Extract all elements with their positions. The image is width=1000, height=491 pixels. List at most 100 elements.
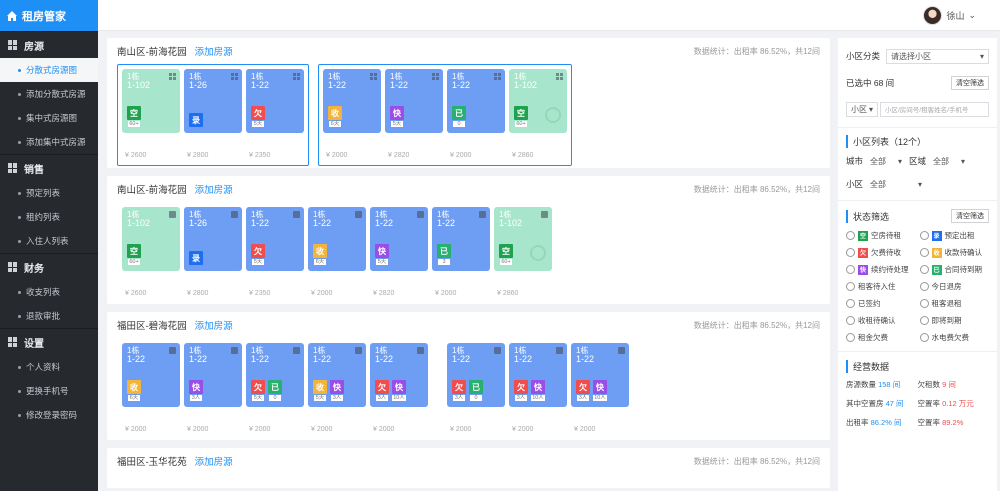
stat-item: 空置率 0.12 万元 [918,398,990,409]
room-building: 1栋 [452,72,465,81]
stat-label: 出租率 [846,418,869,427]
room-building: 1栋 [514,346,527,355]
nav-head-housing[interactable]: 房源 [0,32,98,58]
square-icon [417,211,424,218]
filter-option[interactable]: 快续约待处理 [846,264,916,275]
square-icon [169,347,176,354]
room-building: 1栋 [251,346,264,355]
sidebar-item-change-password[interactable]: 修改登录密码 [0,403,98,427]
room-number: 1-22 [514,354,533,364]
user-menu[interactable]: 徐山 ⌄ [923,6,976,25]
filter-option[interactable]: 收收款待确认 [919,247,990,258]
room-price: ¥ 2350 [249,290,271,297]
filter-option[interactable]: 欠欠费待收 [846,247,916,258]
filter-option[interactable]: 收租待确认 [846,315,916,326]
filter-option[interactable]: 已签约 [846,298,916,309]
add-room-link[interactable]: 添加房源 [194,321,233,332]
city-select[interactable]: 全部▾ [866,153,907,169]
select-value: 全部 [870,156,887,166]
filter-option[interactable]: 租金欠费 [846,332,916,343]
sidebar-item-tenants[interactable]: 入住人列表 [0,229,98,253]
clear-state-button[interactable]: 清空筛选 [951,209,989,223]
stat-value: 86.2% 间 [870,418,902,427]
room-number: 1-102 [127,80,151,90]
status-tag-soon: 快 [375,244,389,258]
filter-option[interactable]: 租客待入住 [846,281,916,292]
add-room-link[interactable]: 添加房源 [194,457,233,468]
sidebar-item-reservations[interactable]: 预定列表 [0,181,98,205]
room-price: ¥ 2600 [125,152,147,159]
stat-label: 空置率 [917,418,941,427]
stat-label: 空置率 [917,399,941,408]
room-building: 1栋 [127,72,140,81]
sidebar-item-add-distributed[interactable]: 添加分散式房源 [0,82,98,106]
sidebar-item-change-phone[interactable]: 更换手机号 [0,379,98,403]
stat-item: 其中空置房 47 间 [846,398,918,409]
sidebar-item-add-centralized[interactable]: 添加集中式房源 [0,130,98,154]
sidebar-item-payments[interactable]: 收支列表 [0,280,98,304]
chevron-down-icon: ⌄ [968,10,976,20]
filter-option[interactable]: 水电费欠费 [919,332,990,343]
brand[interactable]: 租房管家 [0,0,98,31]
search-type-select[interactable]: 小区▾ [846,101,878,117]
radio-icon [846,299,855,308]
filter-option[interactable]: 已合同待到期 [919,264,990,275]
add-room-link[interactable]: 添加房源 [194,185,233,196]
radio-icon [919,248,929,257]
nav-head-settings[interactable]: 设置 [0,329,98,355]
stat-item: 空置率 89.2% [918,417,990,428]
community-sub-select[interactable]: 全部▾ [866,176,927,192]
vacant-icon: 空 [858,230,868,241]
status-sub: 60+ [128,259,140,265]
status-sub: 10人 [392,395,406,401]
square-icon [494,347,501,354]
nav-head-finance[interactable]: 财务 [0,254,98,280]
sidebar-item-refunds[interactable]: 退款审批 [0,304,98,328]
sidebar-item-distributed-map[interactable]: 分散式房源图 [0,58,98,82]
filter-option[interactable]: 今日退房 [919,281,990,292]
filter-option[interactable]: 录预定出租 [919,230,990,241]
filter-option[interactable]: 即将到期 [919,315,990,326]
district-select[interactable]: 全部▾ [929,153,970,169]
filter-option[interactable]: 空空房待租 [846,230,916,241]
state-filter-list: 空空房待租 录预定出租 欠欠费待收 收收款待确认 快续约待处理 已合同待到期 租… [838,230,997,343]
community-select[interactable]: 请选择小区▾ [886,48,989,64]
filter-option[interactable]: 租客退租 [919,298,990,309]
status-tag-owed: 欠 [452,380,466,394]
add-room-link[interactable]: 添加房源 [194,47,233,58]
sidebar-item-centralized-map[interactable]: 集中式房源图 [0,106,98,130]
square-icon [417,347,424,354]
nav-head-sales[interactable]: 销售 [0,155,98,181]
sidebar-item-leases[interactable]: 租约列表 [0,205,98,229]
status-sub: 3人 [376,395,388,401]
room-number: 1-22 [390,80,409,90]
radio-icon [846,316,855,325]
room-number: 1-22 [189,354,208,364]
status-sub: 5天 [391,121,403,127]
sidebar-item-profile[interactable]: 个人资料 [0,355,98,379]
clear-filter-button[interactable]: 清空筛选 [951,76,989,90]
search-input[interactable]: 小区/房间号/租客姓名/手机号 [880,101,989,117]
